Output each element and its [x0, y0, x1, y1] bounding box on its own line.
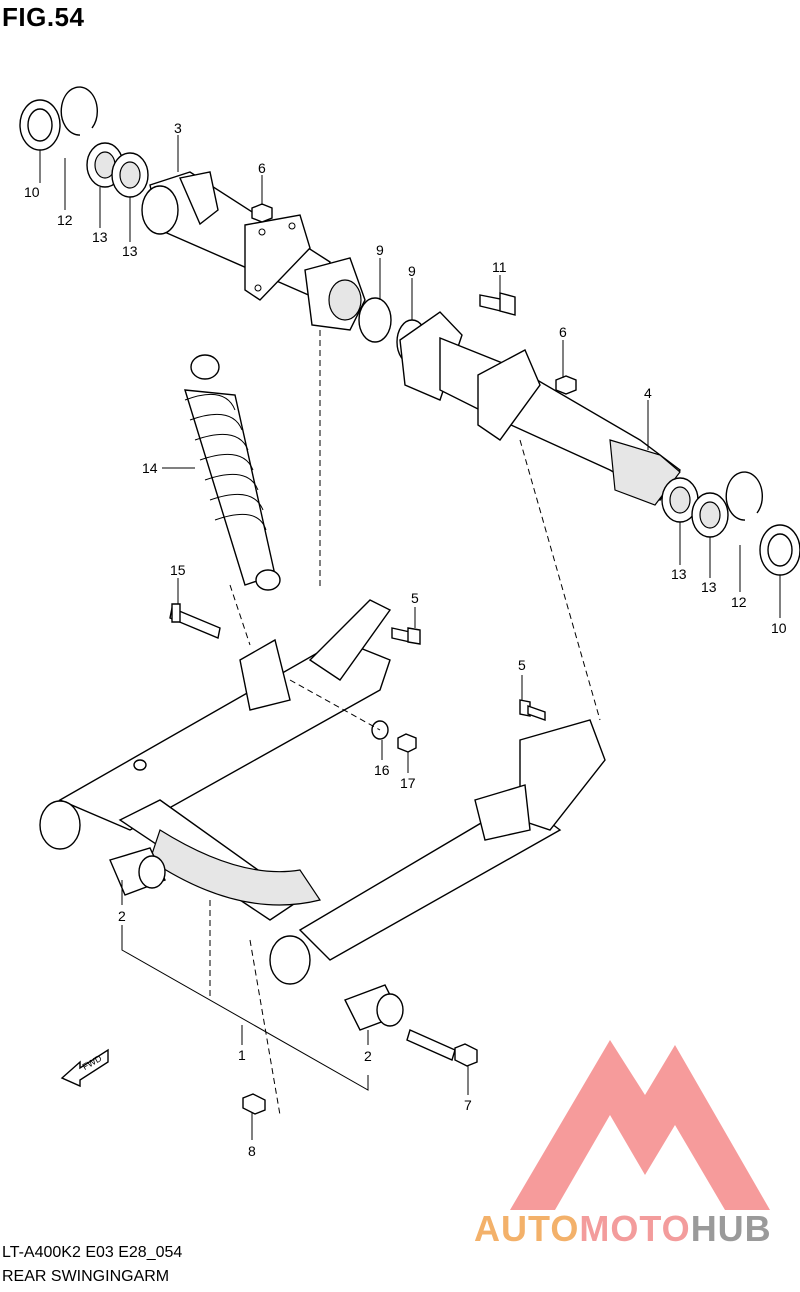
oil-seal-right — [759, 524, 800, 576]
bolt-5-upper — [391, 627, 421, 645]
diagram-name: REAR SWINGINGARM — [2, 1268, 170, 1285]
callout-13: 13 — [122, 243, 138, 259]
circlip-left — [60, 86, 98, 136]
callout-12: 12 — [731, 594, 747, 610]
swingarm-body — [39, 599, 606, 985]
diagram-code: LT-A400K2 E03 E28_054 — [2, 1244, 183, 1261]
nut-lower — [242, 1093, 266, 1115]
nut-right — [555, 375, 577, 395]
callout-2: 2 — [118, 908, 126, 924]
callout-3: 3 — [174, 120, 182, 136]
watermark-moto: MOTO — [579, 1208, 691, 1249]
pivot-shaft-right — [399, 311, 681, 506]
oil-seal-left — [19, 99, 61, 151]
watermark-logo — [510, 1040, 770, 1210]
callout-13: 13 — [671, 566, 687, 582]
callout-9: 9 — [408, 263, 416, 279]
callout-5: 5 — [518, 657, 526, 673]
fwd-arrow-icon: FWD — [60, 1048, 109, 1088]
callout-labels: 10 12 13 13 3 6 9 11 9 6 4 13 13 12 10 1… — [24, 120, 787, 1159]
callout-4: 4 — [644, 385, 652, 401]
leader-lines — [39, 135, 781, 1140]
callout-9: 9 — [376, 242, 384, 258]
shock-bolt — [169, 603, 221, 639]
callout-10: 10 — [24, 184, 40, 200]
pivot-shaft-left — [141, 171, 366, 331]
figure-title: FIG.54 — [2, 2, 85, 32]
watermark-text: AUTOMOTOHUB — [474, 1208, 772, 1250]
callout-6: 6 — [258, 160, 266, 176]
watermark-hub: HUB — [690, 1208, 772, 1249]
callout-6: 6 — [559, 324, 567, 340]
callout-2: 2 — [364, 1048, 372, 1064]
watermark-auto: AUTO — [474, 1208, 580, 1249]
bushing-right — [344, 984, 404, 1031]
callout-14: 14 — [142, 460, 158, 476]
circlip-right — [725, 471, 763, 521]
callout-12: 12 — [57, 212, 73, 228]
o-ring-left — [358, 297, 392, 343]
bearing-left-2 — [111, 152, 149, 198]
callout-16: 16 — [374, 762, 390, 778]
rear-shock-absorber — [184, 354, 281, 591]
bearing-right-2 — [691, 492, 729, 538]
callout-7: 7 — [464, 1097, 472, 1113]
bearing-right-1 — [661, 477, 699, 523]
callout-17: 17 — [400, 775, 416, 791]
bolt-upper — [479, 292, 516, 316]
callout-1: 1 — [238, 1047, 246, 1063]
bushing-left — [109, 847, 166, 896]
bolt-5-lower — [519, 699, 546, 721]
nut-17 — [397, 733, 417, 753]
nut-upper — [251, 203, 273, 223]
callout-10: 10 — [771, 620, 787, 636]
callout-13: 13 — [92, 229, 108, 245]
pivot-bolt — [406, 1029, 478, 1067]
callout-8: 8 — [248, 1143, 256, 1159]
callout-15: 15 — [170, 562, 186, 578]
callout-11: 11 — [492, 259, 507, 275]
callout-13: 13 — [701, 579, 717, 595]
callout-5: 5 — [411, 590, 419, 606]
